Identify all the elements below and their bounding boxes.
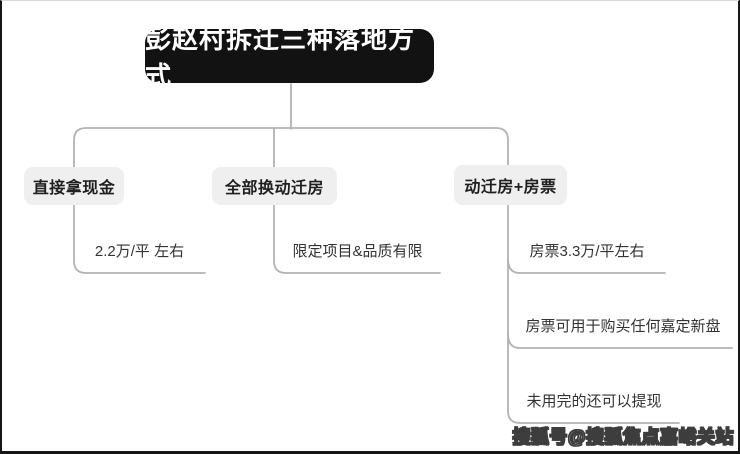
root-node-label: 彭赵村拆迁三种落地方式 [145,24,416,91]
branch-node-label: 直接拿现金 [32,180,116,197]
watermark-sohu: 搜狐号@搜狐焦点嘉峪关站 [512,426,734,447]
connector-leaf3a [507,258,666,274]
leaf-housing-limitation: 限定项目&品质有限 [292,243,423,260]
leaf-ticket-usage: 房票可用于购买任何嘉定新盘 [525,318,721,335]
branch-node-relocation-housing: 全部换动迁房 [212,167,337,205]
branch-node-housing-plus-ticket: 动迁房+房票 [454,165,567,205]
connector-leaf3b [507,333,733,349]
branch-node-label: 全部换动迁房 [224,180,324,197]
connector-branch2 [273,128,441,274]
connector-rail-right-branch3 [495,127,680,424]
branch-node-cash: 直接拿现金 [24,167,124,205]
leaf-cash-price: 2.2万/平 左右 [94,243,185,260]
leaf-ticket-price: 房票3.3万/平左右 [529,243,645,260]
branch-node-label: 动迁房+房票 [464,179,557,196]
leaf-ticket-cashout: 未用完的还可以提现 [526,393,662,410]
root-node-title: 彭赵村拆迁三种落地方式 [145,24,434,91]
